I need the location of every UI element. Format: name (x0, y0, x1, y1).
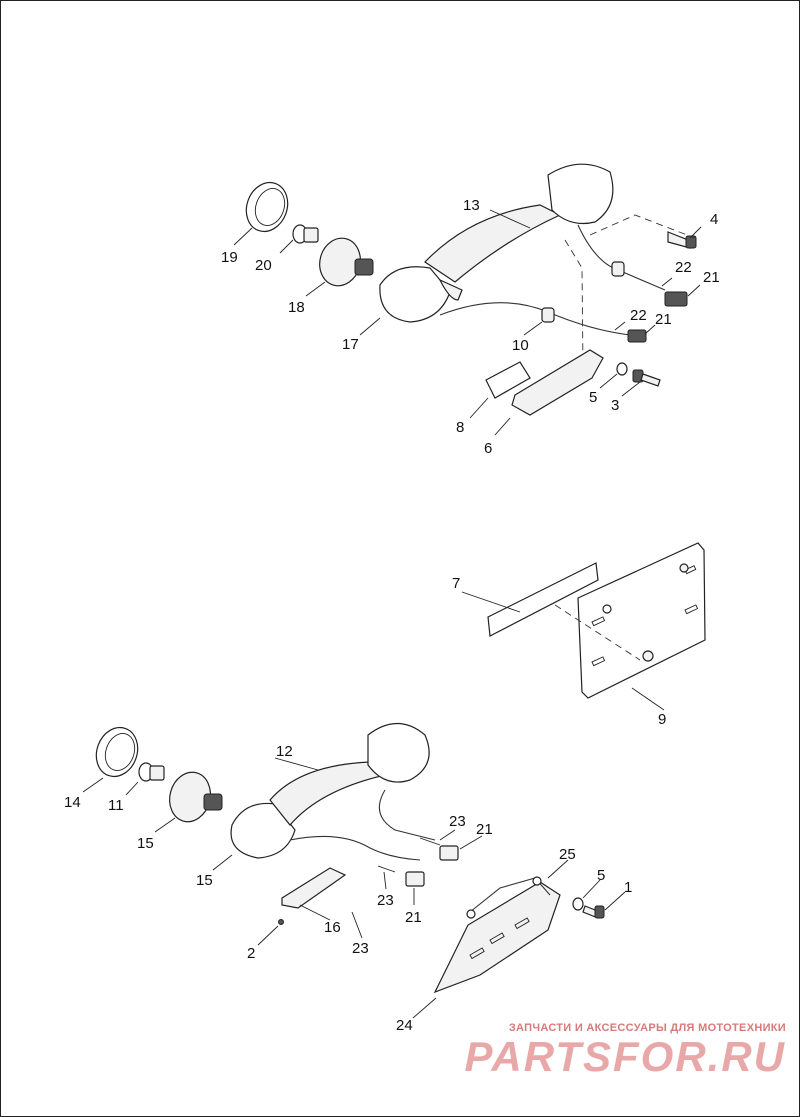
part-11-bulb (138, 762, 165, 782)
part-9-license-plate (577, 542, 706, 699)
label-11: 11 (108, 797, 124, 814)
label-23-mid: 23 (377, 892, 394, 909)
label-23-lower: 23 (352, 940, 369, 957)
part-17-light-cone (379, 266, 451, 323)
part-3-bolt (632, 369, 661, 387)
part-18-housing (319, 237, 374, 287)
part-20-bulb (292, 224, 319, 244)
part-13-light-bar (424, 163, 614, 301)
label-24: 24 (396, 1017, 413, 1034)
label-2: 2 (247, 945, 255, 962)
label-3: 3 (611, 397, 619, 414)
part-25-bracket-ring (466, 876, 551, 919)
label-15-lower: 15 (196, 872, 213, 889)
label-14: 14 (64, 794, 81, 811)
label-25: 25 (559, 846, 576, 863)
part-6-bracket (511, 349, 604, 416)
label-21-upper: 21 (703, 269, 720, 286)
part-5-washer-lower (572, 897, 584, 911)
part-14-lens (95, 726, 139, 778)
part-19-lens (245, 181, 289, 233)
watermark: ЗАПЧАСТИ И АКСЕССУАРЫ ДЛЯ МОТОТЕХНИКИ PA… (465, 1022, 786, 1080)
part-7-pad-strip (487, 562, 599, 637)
part-5-washer-upper (616, 362, 628, 376)
label-1: 1 (624, 879, 632, 896)
label-23-upper: 23 (449, 813, 466, 830)
label-13: 13 (463, 197, 480, 214)
label-4: 4 (710, 211, 718, 228)
label-7: 7 (452, 575, 460, 592)
part-23-terminals (377, 837, 441, 873)
label-21-mid: 21 (655, 311, 672, 328)
leader-lines (82, 209, 702, 1019)
label-16: 16 (324, 919, 341, 936)
label-17: 17 (342, 336, 359, 353)
label-9: 9 (658, 711, 666, 728)
part-4-bolt (667, 231, 697, 249)
part-10-grommet (541, 261, 625, 323)
label-12: 12 (276, 743, 293, 760)
part-16-lamp (278, 867, 347, 925)
label-15-upper: 15 (137, 835, 154, 852)
label-21-lower-b: 21 (405, 909, 422, 926)
label-5-upper: 5 (589, 389, 597, 406)
label-5-lower: 5 (597, 867, 605, 884)
label-22-upper: 22 (675, 259, 692, 276)
part-21-connector-upper (627, 291, 688, 343)
label-10: 10 (512, 337, 529, 354)
label-19: 19 (221, 249, 238, 266)
part-24-bracket (433, 881, 561, 994)
part-1-screw (582, 905, 605, 919)
part-15-light-cone (230, 802, 296, 859)
label-21-lower-a: 21 (476, 821, 493, 838)
watermark-tagline: ЗАПЧАСТИ И АКСЕССУАРЫ ДЛЯ МОТОТЕХНИКИ (508, 1022, 786, 1034)
label-6: 6 (484, 440, 492, 457)
label-22-lower: 22 (630, 307, 647, 324)
part-12-light-bar (269, 723, 430, 826)
label-18: 18 (288, 299, 305, 316)
part-8-pad (485, 361, 531, 399)
part-21-connector-lower (405, 845, 459, 887)
part-15-housing (169, 771, 223, 823)
label-8: 8 (456, 419, 464, 436)
label-20: 20 (255, 257, 272, 274)
watermark-logo: PARTSFOR.RU (464, 1033, 786, 1080)
